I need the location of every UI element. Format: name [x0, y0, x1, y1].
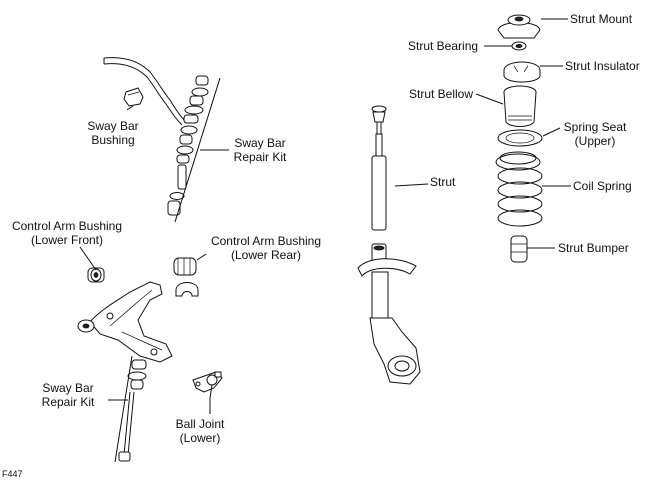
strut-bumper-part [510, 235, 528, 263]
label-sway-bar-repair-kit-upper-line1: Sway Bar [234, 136, 286, 150]
label-strut-mount: Strut Mount [570, 12, 633, 26]
label-sway-bar-repair-kit-upper: Sway Bar Repair Kit [228, 136, 292, 164]
label-control-arm-bushing-front-line1: Control Arm Bushing [11, 219, 123, 233]
label-control-arm-bushing-front-line2: (Lower Front) [30, 233, 104, 247]
label-ball-joint-lower-line2: (Lower) [179, 431, 221, 445]
label-spring-seat-upper-line1: Spring Seat [563, 120, 627, 134]
control-arm-bushing-front-part [87, 267, 105, 283]
label-sway-bar-repair-kit-lower: Sway Bar Repair Kit [36, 381, 100, 409]
label-control-arm-bushing-front: Control Arm Bushing (Lower Front) [3, 219, 131, 247]
ball-joint-part [192, 371, 223, 399]
strut-part [357, 105, 421, 385]
label-coil-spring: Coil Spring [573, 179, 632, 193]
sway-bar-repair-kit-upper-parts [167, 75, 221, 223]
label-strut-insulator: Strut Insulator [565, 59, 640, 73]
label-control-arm-bushing-rear-line1: Control Arm Bushing [210, 234, 322, 248]
label-sway-bar-bushing-line1: Sway Bar [87, 119, 139, 133]
label-ball-joint-lower-line1: Ball Joint [175, 417, 225, 431]
label-sway-bar-bushing-line2: Bushing [91, 133, 135, 147]
label-sway-bar-repair-kit-lower-line2: Repair Kit [41, 395, 95, 409]
label-control-arm-bushing-rear: Control Arm Bushing (Lower Rear) [202, 234, 330, 262]
strut-mount-part [497, 14, 541, 39]
label-spring-seat-upper-line2: (Upper) [574, 134, 616, 148]
label-strut: Strut [430, 175, 456, 189]
sway-bar [103, 57, 187, 126]
label-strut-bearing: Strut Bearing [408, 39, 479, 53]
leader-lines [79, 18, 571, 414]
sway-bar-repair-kit-lower-parts [114, 355, 147, 463]
label-sway-bar-bushing: Sway Bar Bushing [80, 119, 146, 147]
strut-bearing-part [511, 41, 527, 51]
strut-bellow-part [503, 85, 537, 127]
control-arm-part [77, 281, 173, 363]
label-sway-bar-repair-kit-lower-line1: Sway Bar [42, 381, 94, 395]
coil-spring-part [495, 151, 543, 227]
label-ball-joint-lower: Ball Joint (Lower) [170, 417, 230, 445]
label-sway-bar-repair-kit-upper-line2: Repair Kit [233, 150, 287, 164]
control-arm-bushing-rear-part [173, 257, 199, 297]
label-strut-bumper: Strut Bumper [558, 241, 629, 255]
figure-id: F447 [2, 469, 23, 479]
label-strut-bellow: Strut Bellow [409, 87, 474, 101]
strut-insulator-part [503, 61, 541, 83]
label-control-arm-bushing-rear-line2: (Lower Rear) [230, 248, 302, 262]
spring-seat-upper-part [497, 129, 543, 147]
label-spring-seat-upper: Spring Seat (Upper) [560, 120, 630, 148]
sway-bar-bushing-part [123, 87, 144, 107]
